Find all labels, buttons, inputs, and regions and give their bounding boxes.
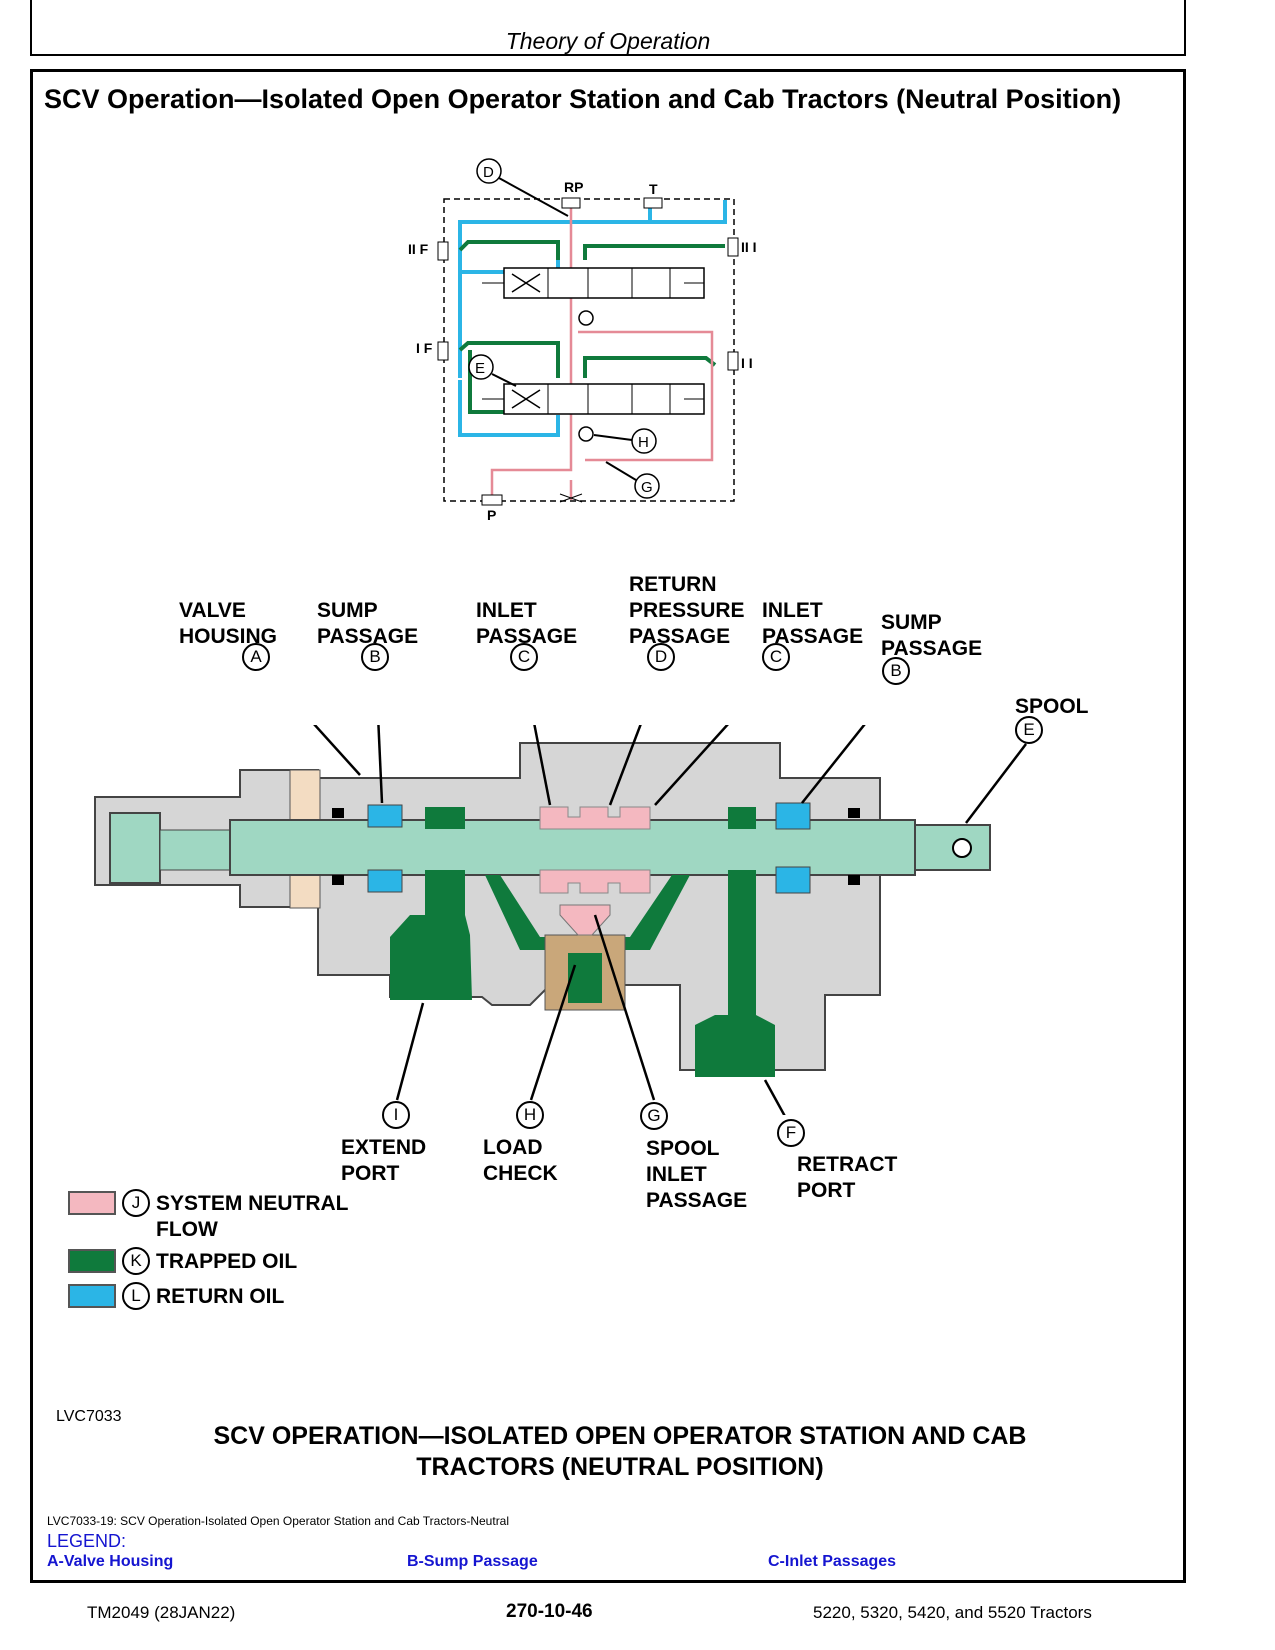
callout-f-badge: F [777,1119,805,1147]
hydraulic-schematic: RP T P II F II I I F I I D E H G [408,158,757,523]
load-check-poppet [559,904,611,936]
sump-passage-left [367,804,403,828]
restrictor [559,493,583,503]
section-title: Theory of Operation [505,28,711,54]
callout-d-leader [498,177,569,217]
neutral-flow-swatch [68,1191,116,1215]
sump-passage-right [775,802,811,830]
port-t-label: T [649,181,658,197]
return-oil-swatch [68,1284,116,1308]
callout-b2-badge: B [882,657,910,685]
callout-d-badge: D [647,643,675,671]
extend-port-oil [390,870,472,1000]
port-rp-label: RP [564,179,583,195]
callout-h: H [638,434,649,451]
callout-g-label: SPOOL INLET PASSAGE [646,1137,748,1212]
callout-b-badge: B [361,643,389,671]
callout-e-badge: E [1015,716,1043,744]
callout-g-badge: G [640,1102,668,1130]
detent-piston [109,812,161,884]
spool-eye [952,838,972,858]
port-ii-label: I I [741,355,753,371]
callout-e-leader [491,373,517,387]
content-frame [30,69,1186,1583]
legend-link-sump-passage[interactable]: B-Sump Passage [407,1553,538,1570]
callout-a-badge: A [242,643,270,671]
callout-c-badge: C [510,643,538,671]
neutral-lines [490,205,714,500]
callout-d-label: RETURN PRESSURE PASSAGE [629,573,745,648]
port-if-label: I F [416,340,433,356]
header-frame [30,0,1186,56]
legend-k-badge: K [122,1247,150,1275]
callout-e-label: SPOOL [1015,695,1089,718]
check-valve-upper [578,310,594,326]
legend-link-valve-housing[interactable]: A-Valve Housing [47,1553,174,1570]
load-check-bridge [485,875,690,950]
callout-leaders [313,725,1027,1115]
legend-l-badge: L [122,1282,150,1310]
retract-port-oil [695,870,775,1077]
callout-h-label: LOAD CHECK [483,1136,558,1185]
port-iii-label: II I [741,239,757,255]
neutral-passage-lower [539,869,651,894]
legend-k-label: TRAPPED OIL [156,1250,298,1273]
port-p-label: P [487,507,496,523]
footer-page-number: 270-10-46 [506,1601,593,1622]
footer-manual-id: TM2049 (28JAN22) [87,1603,236,1622]
figure-id: LVC7033 [56,1408,122,1425]
callout-i-badge: I [382,1101,410,1129]
legend-link-inlet-passages[interactable]: C-Inlet Passages [768,1553,897,1570]
callout-g-leader [605,461,637,481]
callout-c2-badge: C [762,643,790,671]
neutral-passage-upper [539,806,651,830]
footer-models: 5220, 5320, 5420, and 5520 Tractors [813,1603,1092,1622]
upper-valve-spool [482,267,705,299]
port-iif-label: II F [408,241,429,257]
check-valve-lower [578,426,594,442]
extend-land [425,807,465,829]
figure-caption: SCV OPERATION—ISOLATED OPEN OPERATOR STA… [213,1422,1027,1481]
callout-g: G [641,479,653,496]
caption-line: LVC7033-19: SCV Operation-Isolated Open … [47,1514,510,1528]
callout-d: D [483,164,494,181]
callout-h-badge: H [516,1101,544,1129]
legend-l-label: RETURN OIL [156,1285,285,1308]
legend-j-label: SYSTEM NEUTRAL FLOW [156,1192,349,1241]
callout-c2-label: INLET PASSAGE [762,599,864,648]
callout-h-leader [593,434,633,441]
legend-j-badge: J [122,1189,150,1217]
callout-e: E [475,360,485,377]
callout-b-label: SUMP PASSAGE [317,599,419,648]
callout-a-label: VALVE HOUSING [179,599,278,648]
retract-land [728,807,756,829]
page-title: SCV Operation—Isolated Open Operator Sta… [44,84,1122,114]
trapped-oil-swatch [68,1249,116,1273]
callout-i-label: EXTEND PORT [341,1136,427,1185]
lower-valve-spool [482,383,705,415]
trapped-lines [458,240,725,414]
legend-heading: LEGEND: [47,1531,127,1551]
valve-cutaway [94,725,1027,1115]
callout-b2-label: SUMP PASSAGE [881,611,983,660]
callout-c-label: INLET PASSAGE [476,599,578,648]
callout-f-label: RETRACT PORT [797,1153,898,1202]
